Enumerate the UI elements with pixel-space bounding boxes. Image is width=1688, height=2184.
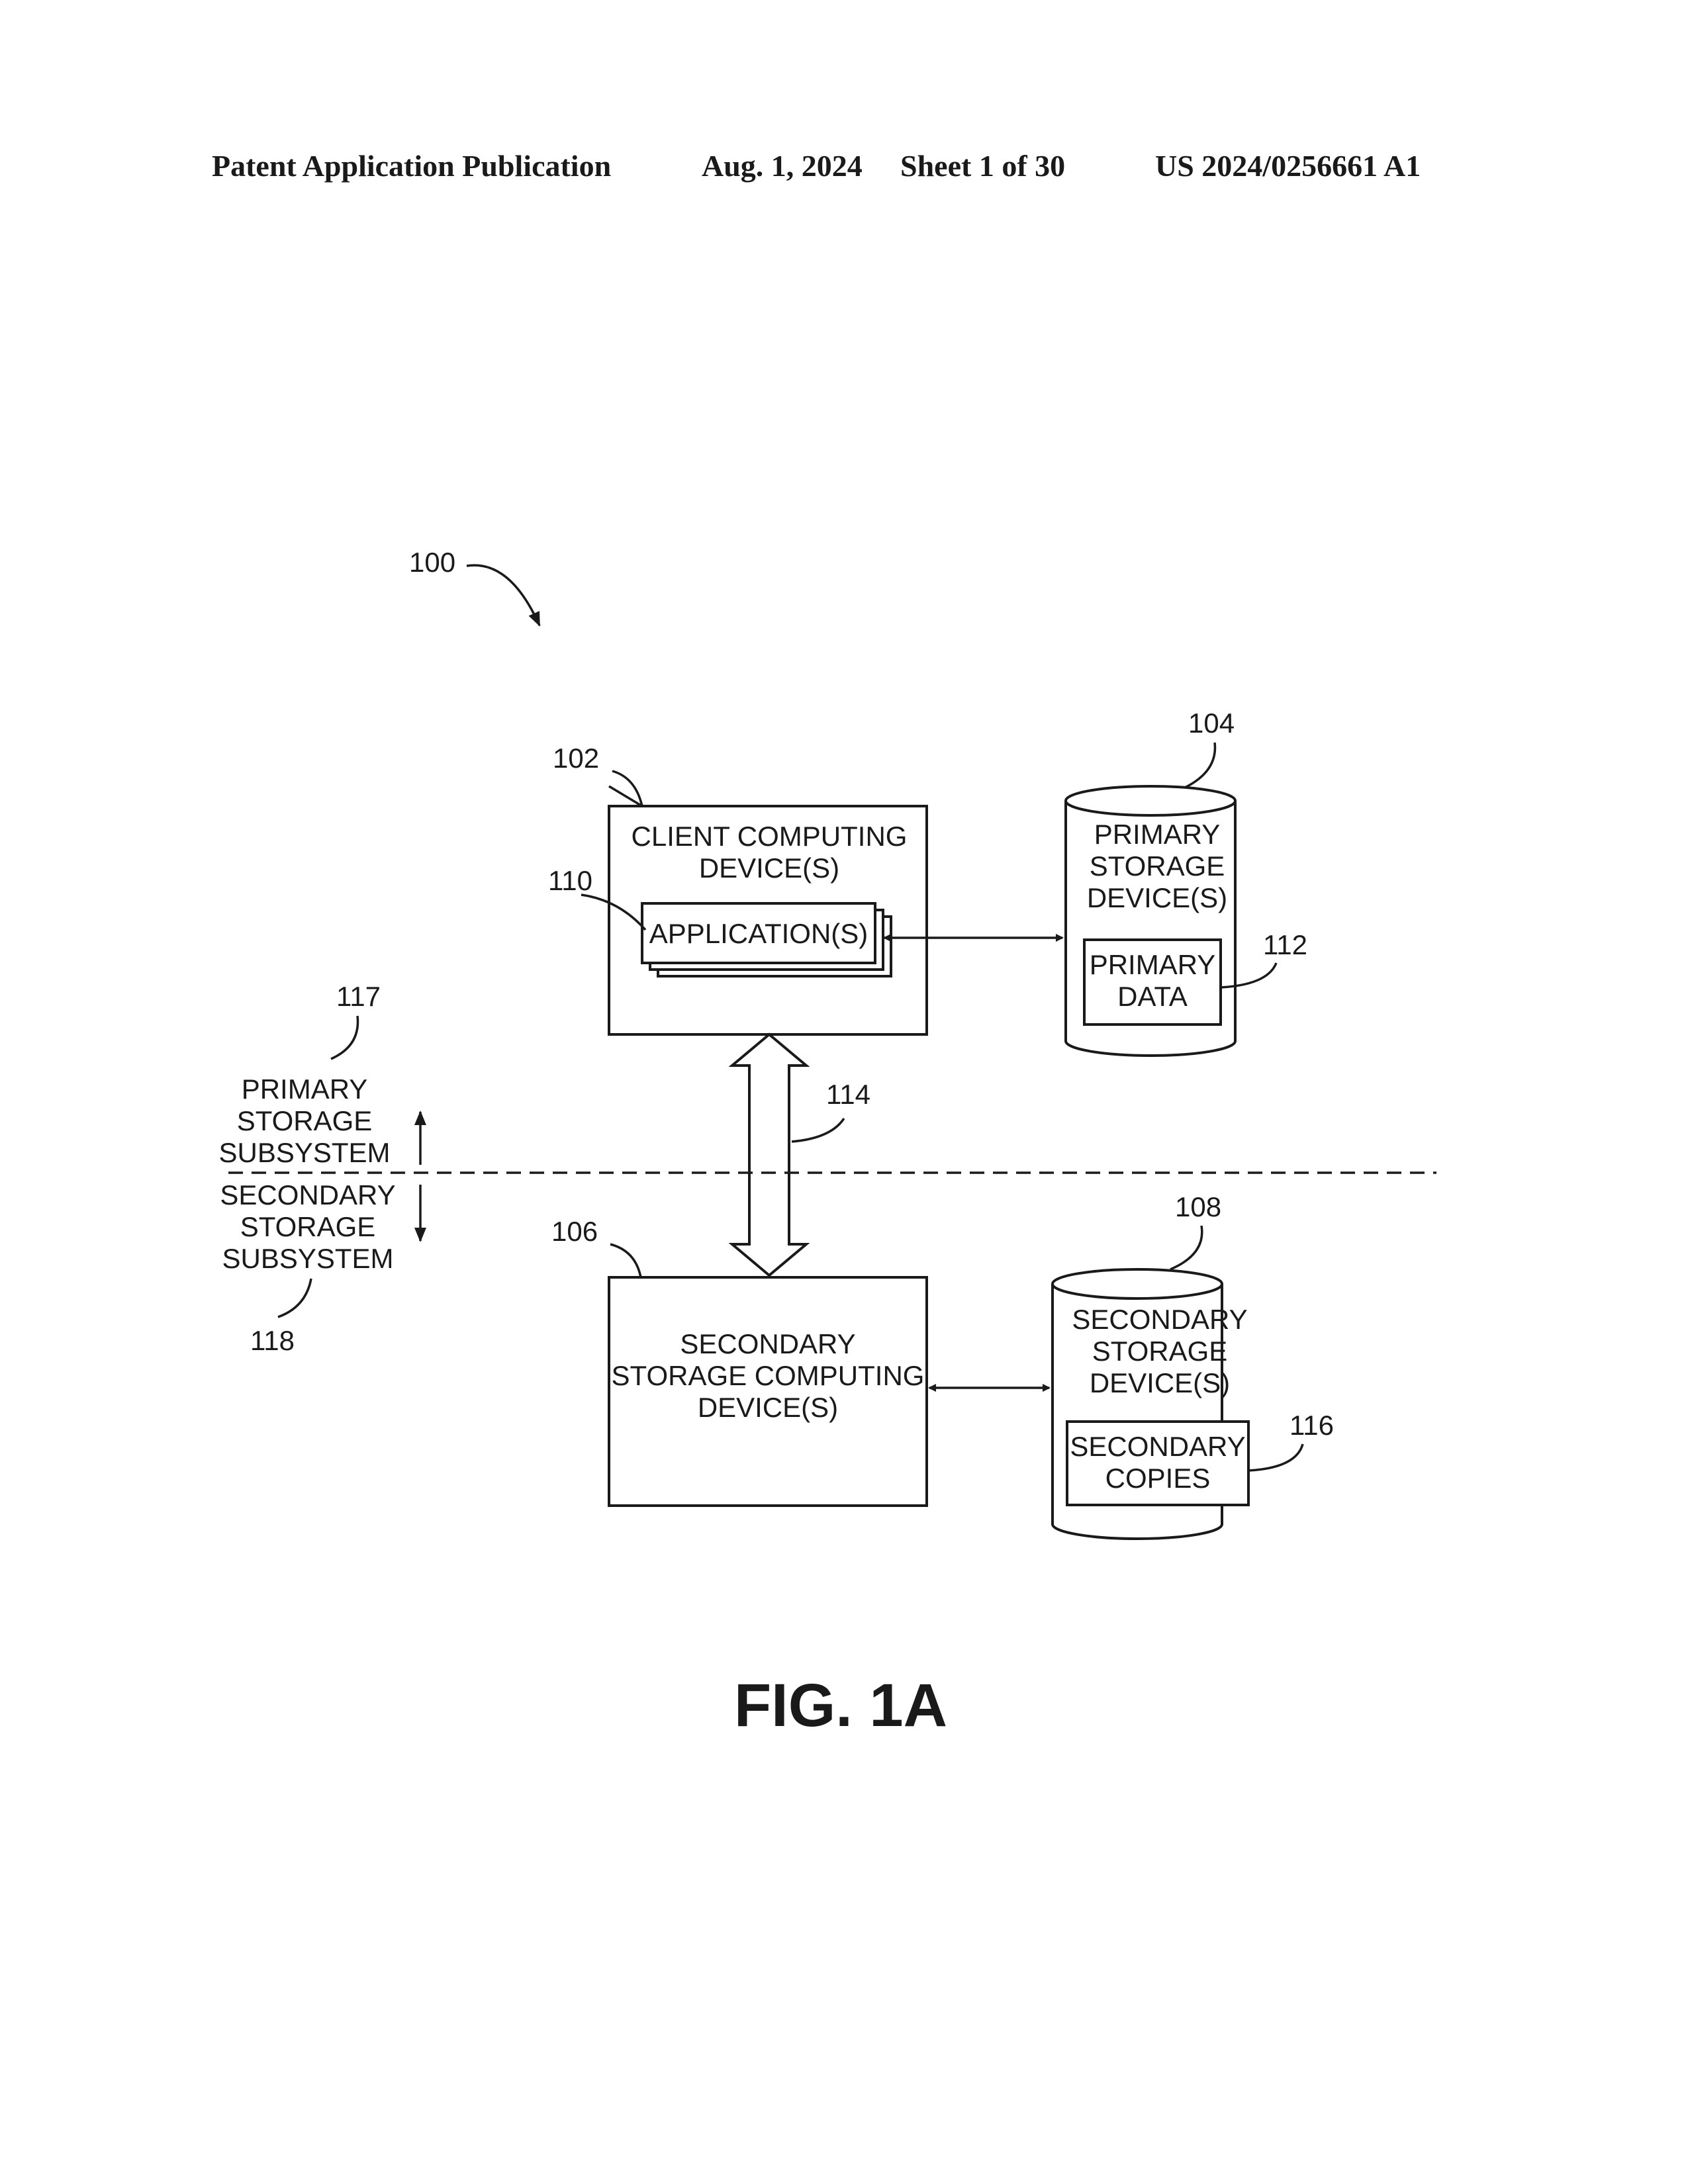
client-label-line-1: CLIENT COMPUTING — [632, 821, 908, 852]
client-computing-device: CLIENT COMPUTING DEVICE(S) 102 — [553, 743, 927, 1034]
double-block-arrow — [732, 1034, 806, 1275]
ref-117: 117 — [336, 981, 381, 1012]
secondary-copies-line-1: SECONDARY — [1070, 1431, 1245, 1462]
primary-storage-label-line-3: DEVICE(S) — [1087, 882, 1227, 913]
primary-storage-label-line-2: STORAGE — [1090, 850, 1225, 882]
leader-106 — [610, 1244, 641, 1277]
client-label-line-2: DEVICE(S) — [699, 852, 839, 884]
secondary-storage-computing-device: SECONDARY STORAGE COMPUTING DEVICE(S) 10… — [551, 1216, 927, 1506]
leader-114 — [792, 1118, 844, 1142]
publication-title: Patent Application Publication — [212, 149, 611, 183]
sheet-number: Sheet 1 of 30 — [900, 149, 1065, 183]
secondary-subsystem-line-2: STORAGE — [240, 1211, 376, 1242]
leader-108 — [1170, 1226, 1202, 1269]
secondary-subsystem-line-3: SUBSYSTEM — [222, 1243, 393, 1274]
publication-date: Aug. 1, 2024 — [702, 149, 863, 183]
leader-117 — [331, 1016, 358, 1059]
secondary-computing-line-2: STORAGE COMPUTING — [612, 1360, 925, 1391]
ref-100: 100 — [409, 547, 455, 578]
system-pointer-arrow — [467, 565, 539, 625]
figure-label: FIG. 1A — [734, 1672, 947, 1739]
primary-subsystem-line-2: STORAGE — [237, 1105, 373, 1136]
system-reference: 100 — [409, 547, 539, 625]
ref-112: 112 — [1263, 929, 1307, 960]
ref-110: 110 — [548, 865, 592, 896]
leader-118 — [278, 1279, 311, 1317]
page-header: Patent Application Publication Aug. 1, 2… — [212, 149, 1421, 183]
ref-116: 116 — [1289, 1410, 1334, 1441]
secondary-storage-cylinder-top — [1053, 1269, 1222, 1298]
secondary-storage-line-3: DEVICE(S) — [1090, 1367, 1230, 1398]
primary-data-label-line-1: PRIMARY — [1090, 949, 1216, 980]
secondary-storage-subsystem: SECONDARY STORAGE SUBSYSTEM 118 — [220, 1179, 420, 1356]
secondary-copies: SECONDARY COPIES 116 — [1067, 1410, 1334, 1505]
secondary-computing-line-1: SECONDARY — [680, 1328, 855, 1359]
connection-114: 114 — [732, 1034, 870, 1275]
primary-data: PRIMARY DATA 112 — [1084, 929, 1307, 1024]
ref-104: 104 — [1188, 707, 1235, 739]
primary-subsystem-line-3: SUBSYSTEM — [218, 1137, 390, 1168]
primary-subsystem-line-1: PRIMARY — [242, 1073, 368, 1105]
leader-102-curve — [612, 771, 642, 806]
leader-102 — [609, 786, 642, 806]
secondary-subsystem-line-1: SECONDARY — [220, 1179, 395, 1210]
publication-number: US 2024/0256661 A1 — [1155, 149, 1421, 183]
primary-data-label-line-2: DATA — [1117, 981, 1188, 1012]
leader-116 — [1248, 1444, 1303, 1471]
secondary-storage-line-2: STORAGE — [1092, 1336, 1228, 1367]
primary-storage-cylinder-top — [1066, 786, 1235, 815]
ref-108: 108 — [1175, 1191, 1221, 1222]
ref-114: 114 — [826, 1079, 870, 1110]
primary-storage-label-line-1: PRIMARY — [1094, 819, 1221, 850]
leader-104 — [1185, 743, 1215, 788]
secondary-copies-line-2: COPIES — [1105, 1463, 1211, 1494]
ref-102: 102 — [553, 743, 599, 774]
ref-106: 106 — [551, 1216, 598, 1247]
ref-118: 118 — [250, 1325, 295, 1356]
primary-storage-subsystem: 117 PRIMARY STORAGE SUBSYSTEM — [218, 981, 420, 1168]
secondary-storage-line-1: SECONDARY — [1072, 1304, 1247, 1335]
secondary-computing-line-3: DEVICE(S) — [698, 1392, 838, 1423]
application-label: APPLICATION(S) — [649, 918, 868, 949]
